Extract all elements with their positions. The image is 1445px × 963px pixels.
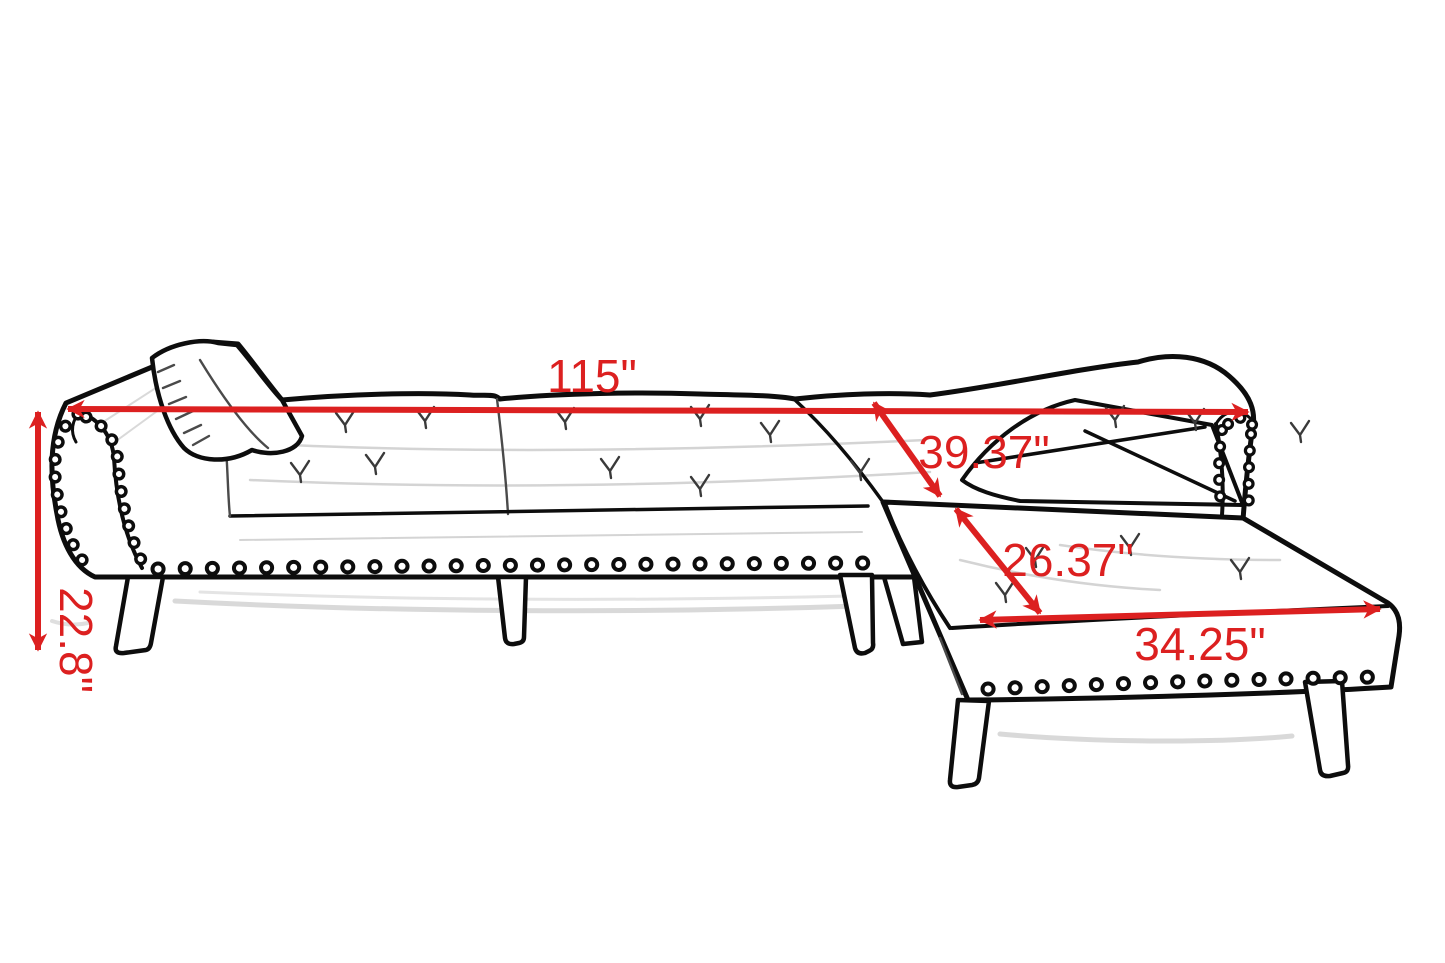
tuft-mark	[364, 451, 386, 476]
nailheads-right-arm-col2-centers	[1245, 431, 1254, 511]
nailheads-main-rail	[150, 555, 878, 577]
seat-wrinkle-line	[248, 470, 932, 487]
chaise-cushion-left-edge	[884, 504, 952, 630]
dim-overall-depth-arrow	[871, 401, 943, 498]
gusset-stripe	[191, 434, 211, 447]
tuft-mark	[1229, 556, 1251, 581]
tuft-mark	[689, 473, 711, 498]
dim-overall-depth: 39.37"	[871, 401, 1050, 498]
sofa-leg-front-right	[837, 572, 876, 656]
nailheads-chaise-rail-centers	[984, 673, 1382, 693]
dim-chaise-seat-depth: 26.37"	[953, 507, 1134, 615]
tuft-mark	[759, 419, 781, 444]
chaise-leg-right	[1302, 678, 1351, 779]
seat-front-edge	[228, 504, 870, 518]
dim-chaise-seat-depth-label: 26.37"	[1002, 534, 1133, 586]
nailheads-left-arm-inner-centers	[83, 414, 147, 569]
gusset-stripe	[182, 423, 203, 435]
front-face-line	[239, 531, 863, 541]
dim-chaise-seat-depth-arrow	[953, 507, 1043, 615]
chaise-base-corner-line	[938, 636, 964, 696]
dim-overall-width-label: 115"	[547, 350, 637, 402]
dim-height-label: 22.8"	[50, 587, 102, 693]
pillow-edge	[1083, 429, 1237, 503]
sofa-leg-rear-chaise	[881, 574, 925, 647]
sofa-leg-front-left	[113, 574, 166, 656]
legs	[113, 572, 1351, 790]
seat-wrinkle-line	[288, 438, 927, 452]
floor-shadow-main-2	[198, 590, 852, 601]
dim-chaise-length-arrow	[978, 600, 1382, 629]
tuft-mark	[849, 457, 871, 482]
sofa-leg-front-middle	[495, 574, 529, 647]
chaise-wrinkle	[1058, 543, 1282, 562]
floor-scribble	[50, 619, 90, 627]
nailheads-left-arm-outer	[48, 407, 97, 577]
tuft-mark	[1119, 532, 1141, 557]
gusset-stripe	[161, 379, 182, 390]
gusset-stripe	[156, 363, 176, 374]
dim-overall-depth-label: 39.37"	[918, 426, 1049, 478]
dim-overall-width: 115"	[66, 350, 1250, 422]
chaise-leg-left	[947, 697, 992, 790]
tuft-mark	[1289, 419, 1311, 444]
pillow-crease	[973, 425, 1207, 465]
tuft-mark	[289, 459, 311, 484]
dim-chaise-length-label: 34.25"	[1134, 618, 1265, 670]
tuft-mark	[599, 455, 621, 480]
dim-chaise-length: 34.25"	[978, 600, 1382, 670]
floor-shadow-chaise	[997, 731, 1295, 744]
dim-overall-width-arrow	[66, 399, 1250, 422]
dim-height: 22.8"	[28, 410, 102, 693]
chaise-body	[880, 499, 1403, 703]
dimension-annotations: 115" 22.8" 39.37" 26.37" 34.25"	[28, 350, 1382, 693]
nailheads-right-arm-col2	[1242, 428, 1257, 514]
